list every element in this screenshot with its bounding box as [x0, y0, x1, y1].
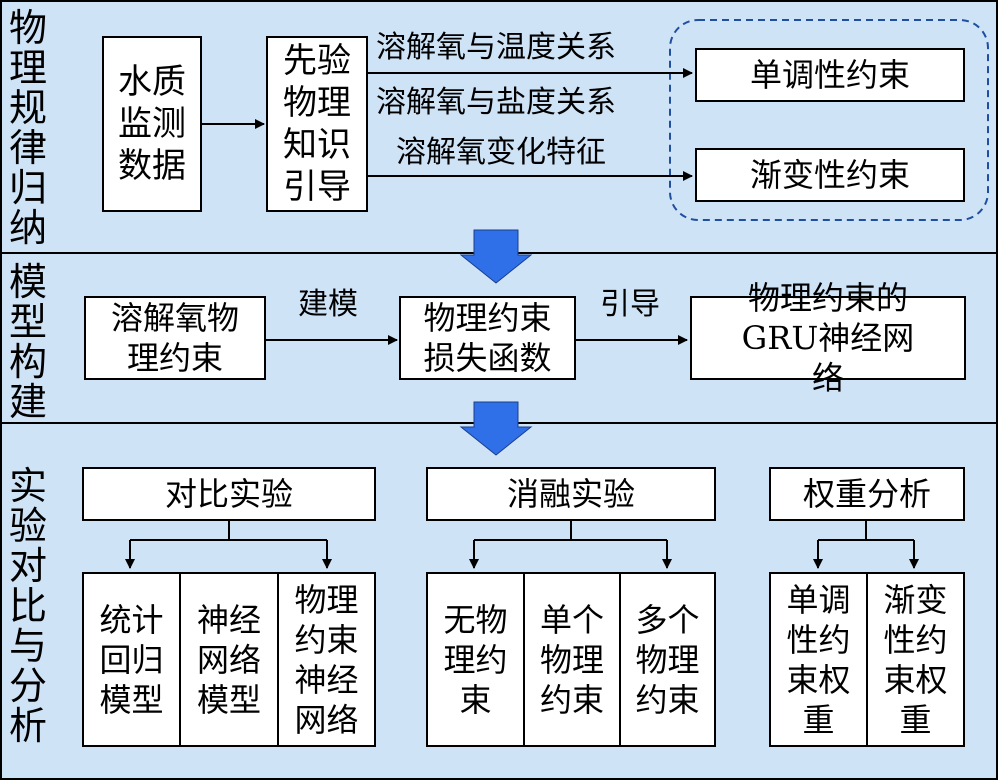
compare-title-box: 对比实验 — [82, 467, 376, 521]
section-label-experiments: 实验对比与分析 — [8, 464, 47, 748]
label-do-change: 溶解氧变化特征 — [396, 135, 606, 170]
gradual-constraint-text: 渐变性约束 — [749, 156, 910, 194]
compare-item-box: 神经网络模型 — [179, 572, 279, 747]
compare-item-text: 物理约束神经网络 — [294, 580, 359, 739]
ablation-item-box: 无物理约束 — [426, 572, 525, 747]
label-build: 建模 — [298, 287, 358, 322]
ablation-item-box: 多个物理约束 — [619, 572, 716, 747]
compare-item-box: 物理约束神经网络 — [277, 572, 376, 747]
do-constraint-box: 溶解氧物理约束 — [84, 296, 266, 380]
constraint-group-outline — [669, 19, 989, 221]
ablation-tree — [469, 521, 672, 569]
flow-arrow-2 — [459, 401, 533, 456]
loss-function-text: 物理约束损失函数 — [423, 299, 552, 377]
weight-item-box: 渐变性约束权重 — [866, 572, 965, 747]
compare-item-text: 统计回归模型 — [99, 600, 164, 719]
loss-function-box: 物理约束损失函数 — [399, 296, 576, 380]
ablation-title-text: 消融实验 — [506, 475, 635, 513]
label-do-salinity: 溶解氧与盐度关系 — [376, 85, 616, 120]
section-label-physics: 物理规律归纳 — [8, 6, 47, 250]
gru-network-box: 物理约束的GRU神经网络 — [690, 279, 966, 397]
monotonic-constraint-box: 单调性约束 — [695, 48, 965, 102]
weight-title-box: 权重分析 — [769, 467, 965, 521]
water-quality-data-box: 水质监测数据 — [102, 36, 202, 212]
prior-knowledge-box: 先验物理知识引导 — [266, 36, 368, 212]
weight-tree — [813, 521, 919, 569]
prior-knowledge-text: 先验物理知识引导 — [283, 41, 351, 207]
do-constraint-text: 溶解氧物理约束 — [110, 299, 239, 377]
label-do-temperature: 溶解氧与温度关系 — [376, 30, 616, 65]
weight-item-box: 单调性约束权重 — [769, 572, 868, 747]
ablation-item-text: 单个物理约束 — [539, 600, 604, 719]
compare-title-text: 对比实验 — [164, 475, 293, 513]
compare-item-text: 神经网络模型 — [196, 600, 261, 719]
section-label-modeling: 模型构建 — [8, 260, 47, 424]
label-guide: 引导 — [600, 287, 660, 322]
ablation-item-box: 单个物理约束 — [523, 572, 621, 747]
weight-item-text: 渐变性约束权重 — [883, 580, 948, 739]
gru-network-text: 物理约束的GRU神经网络 — [741, 279, 915, 397]
weight-title-text: 权重分析 — [802, 475, 931, 513]
compare-item-box: 统计回归模型 — [82, 572, 181, 747]
ablation-item-text: 多个物理约束 — [635, 600, 700, 719]
ablation-item-text: 无物理约束 — [443, 600, 508, 719]
ablation-title-box: 消融实验 — [426, 467, 716, 521]
gradual-constraint-box: 渐变性约束 — [695, 148, 965, 202]
weight-item-text: 单调性约束权重 — [786, 580, 851, 739]
flow-arrow-1 — [459, 229, 533, 284]
compare-tree — [125, 521, 332, 569]
water-quality-data-text: 水质监测数据 — [118, 62, 186, 186]
monotonic-constraint-text: 单调性约束 — [749, 56, 910, 94]
